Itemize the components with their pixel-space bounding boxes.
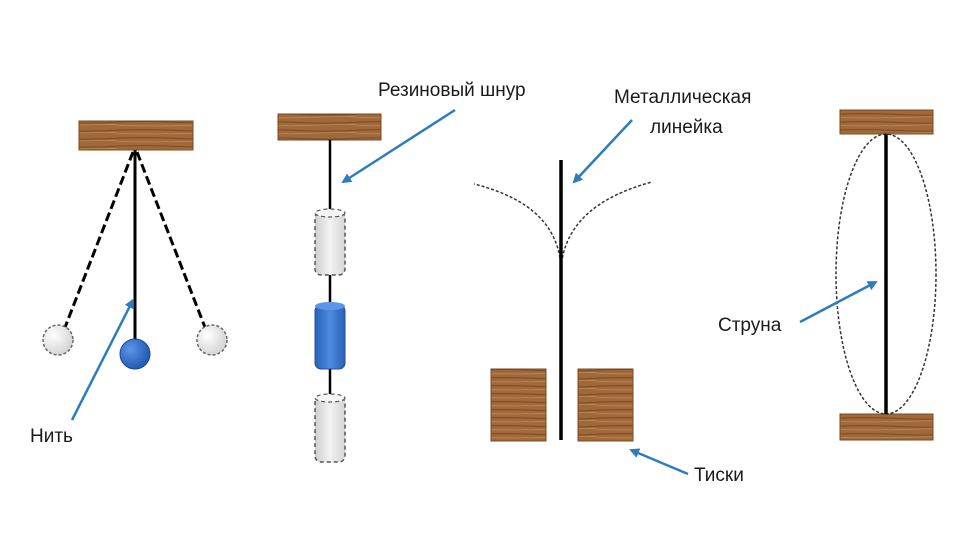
thread-arrow [70,298,135,421]
vise-jaw-left [490,368,547,442]
thread-pendulum [42,120,228,421]
pendulum-thread-right-dashed [135,151,208,331]
string-support-bottom [839,413,934,441]
label-vise: Тиски [694,465,744,486]
weight-ghost-bottom [314,393,346,463]
pendulum-bob [119,338,151,370]
ruler-deflection-right [560,181,653,269]
rubber-cord-arrow [341,108,456,184]
pendulum-bob-right-ghost [196,324,228,356]
vise-jaw-right [577,368,634,442]
pendulum-support-beam [78,120,194,151]
label-ruler-line1: Металлическая [614,87,752,108]
label-ruler-line2: линейка [650,117,723,138]
pendulum-bob-left-ghost [42,324,74,356]
weight-ghost-top [314,208,346,276]
string-support-top [839,109,934,135]
rubber-cord-pendulum [277,108,456,463]
vise-arrow [629,448,689,476]
label-rubber-cord: Резиновый шнур [378,80,526,101]
string-arrow [799,280,878,324]
cord-support-beam [277,113,382,141]
label-string: Струна [718,315,782,336]
label-thread: Нить [30,426,73,447]
weight-blue [314,302,346,370]
string-system [799,109,937,441]
ruler-arrow [572,119,633,184]
metal-ruler-system [473,119,689,476]
ruler-deflection-left [473,183,562,269]
pendulum-thread-left-dashed [62,151,135,331]
